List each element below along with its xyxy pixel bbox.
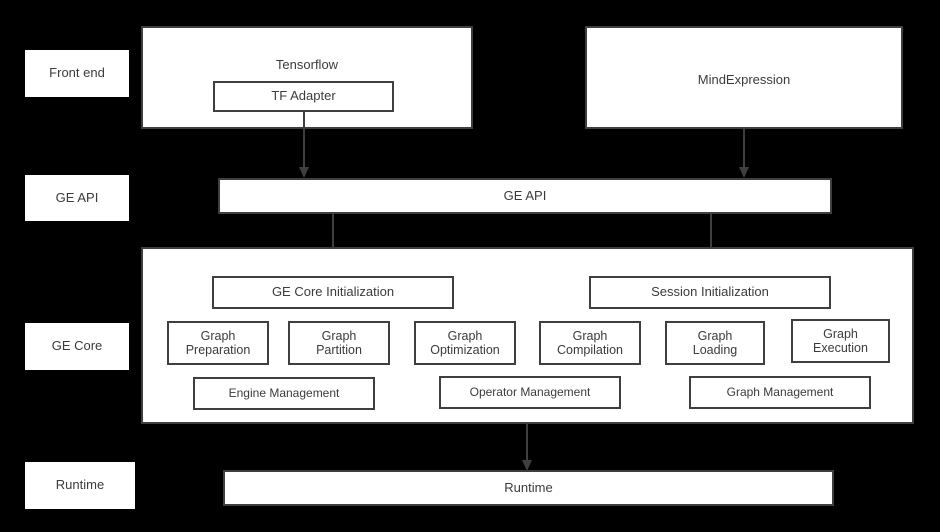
management-operator[interactable]: Operator Management — [439, 376, 621, 409]
module-graph-loading[interactable]: Graph Loading — [665, 321, 765, 365]
module-graph-compilation[interactable]: Graph Compilation — [539, 321, 641, 365]
tensorflow-container[interactable]: Tensorflow — [141, 26, 473, 129]
stage-label-front-end: Front end — [25, 50, 129, 97]
stage-label-ge-api: GE API — [25, 175, 129, 221]
module-graph-partition[interactable]: Graph Partition — [288, 321, 390, 365]
module-graph-preparation[interactable]: Graph Preparation — [167, 321, 269, 365]
ge-api-bar[interactable]: GE API — [218, 178, 832, 214]
management-graph[interactable]: Graph Management — [689, 376, 871, 409]
tensorflow-title: Tensorflow — [275, 57, 339, 72]
ge-core-initialization-box[interactable]: GE Core Initialization — [212, 276, 454, 309]
session-initialization-box[interactable]: Session Initialization — [589, 276, 831, 309]
module-graph-optimization[interactable]: Graph Optimization — [414, 321, 516, 365]
module-graph-execution[interactable]: Graph Execution — [791, 319, 890, 363]
management-engine[interactable]: Engine Management — [193, 377, 375, 410]
stage-label-runtime: Runtime — [25, 462, 135, 509]
runtime-bar[interactable]: Runtime — [223, 470, 834, 506]
stage-label-ge-core: GE Core — [25, 323, 129, 370]
mindexpression-container[interactable]: MindExpression — [585, 26, 903, 129]
mindexpression-title: MindExpression — [697, 72, 791, 87]
tf-adapter-box[interactable]: TF Adapter — [213, 81, 394, 112]
